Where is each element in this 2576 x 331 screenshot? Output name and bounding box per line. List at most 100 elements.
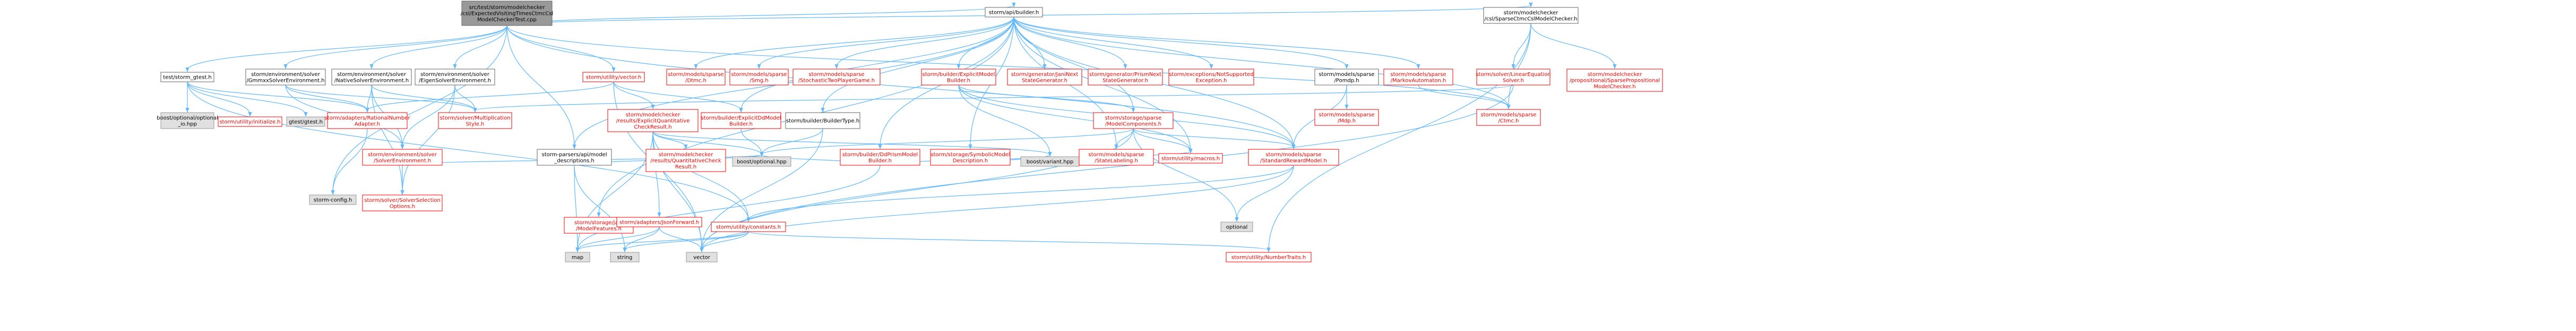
node-label-line: /csl/SparseCtmcCslModelChecker.h <box>1485 16 1578 22</box>
node-markov-automaton[interactable]: storm/models/sparse/MarkovAutomaton.h <box>1383 69 1453 86</box>
node-label-line: string <box>617 255 633 261</box>
node-label-line: optional <box>1226 225 1248 231</box>
node-explicit-quant[interactable]: storm/modelchecker/results/ExplicitQuant… <box>607 109 699 132</box>
node-label-line: Exception.h <box>1196 78 1227 83</box>
include-edge <box>652 131 686 148</box>
include-edge <box>332 25 507 193</box>
include-edge <box>1133 128 1237 220</box>
node-sparse-stochastic[interactable]: storm/models/sparse/StochasticTwoPlayerG… <box>792 69 881 86</box>
node-label-line: storm/environment/solver <box>420 72 490 78</box>
node-sparse-dtmc[interactable]: storm/models/sparse/Dtmc.h <box>666 69 726 86</box>
node-util-constants[interactable]: storm/utility/constants.h <box>711 222 786 232</box>
node-box <box>1093 112 1174 129</box>
node-label-line: storm-config.h <box>314 198 352 203</box>
include-edge <box>652 131 660 216</box>
node-label-line: Description.h <box>953 158 988 164</box>
node-label-line: storm/environment/solver <box>368 152 437 158</box>
node-sparse-prop-checker[interactable]: storm/modelchecker/propositional/SparseP… <box>1566 69 1663 92</box>
arrow-head-icon <box>1131 108 1135 113</box>
include-edge <box>506 25 1509 108</box>
node-sparse-smg[interactable]: storm/models/sparse/Smg.h <box>729 69 789 86</box>
node-label-line: storm/modelchecker <box>626 112 681 118</box>
include-edge <box>371 84 476 111</box>
node-label-line: storm/generator/JaniNext <box>1011 72 1079 78</box>
node-api-builder[interactable]: storm/api/builder.h <box>985 7 1043 18</box>
arrow-head-icon <box>248 112 252 117</box>
node-box <box>160 72 214 82</box>
node-vector-util[interactable]: storm/utility/vector.h <box>582 72 645 82</box>
node-native-env[interactable]: storm/environment/solver/NativeSolverEnv… <box>331 69 412 86</box>
node-boost-variant: boost/variant.hpp <box>1020 156 1080 167</box>
node-label-line: storm/builder/ExplicitDdModel <box>701 115 781 121</box>
arrow-head-icon <box>657 213 661 217</box>
node-box <box>461 1 553 26</box>
node-solver-env[interactable]: storm/environment/solver/SolverEnvironme… <box>362 149 443 166</box>
node-label-line: storm/models/sparse <box>1480 112 1536 118</box>
node-sparse-ctmc-checker[interactable]: storm/modelchecker/csl/SparseCtmcCslMode… <box>1483 7 1579 24</box>
node-box <box>362 149 443 166</box>
node-gtest[interactable]: test/storm_gtest.h <box>160 72 214 82</box>
include-edge <box>748 231 1269 251</box>
node-box <box>1248 149 1339 166</box>
include-edge <box>187 81 368 111</box>
node-parser-api[interactable]: storm-parsers/api/model_descriptions.h <box>537 149 612 166</box>
node-number-traits[interactable]: storm/utility/NumberTraits.h <box>1226 252 1312 262</box>
node-util-initialize[interactable]: storm/utility/initialize.h <box>218 116 282 127</box>
arrow-head-icon <box>400 190 404 195</box>
node-box <box>537 149 612 166</box>
node-eigen-env[interactable]: storm/environment/solver/EigenSolverEnvi… <box>415 69 495 86</box>
include-edge <box>1418 84 1509 108</box>
include-edge <box>740 128 762 155</box>
node-box <box>1220 222 1253 232</box>
node-state-labeling[interactable]: storm/models/sparse/StateLabeling.h <box>1079 149 1154 166</box>
arrow-head-icon <box>572 145 576 149</box>
node-box <box>1383 69 1453 86</box>
arrow-head-icon <box>651 105 655 109</box>
node-root: src/test/storm/modelchecker/csl/Expected… <box>461 1 553 26</box>
node-box <box>729 69 789 86</box>
node-quant-check[interactable]: storm/modelchecker/results/QuantitativeC… <box>645 149 726 172</box>
include-edge <box>836 16 1014 67</box>
node-builder-type[interactable]: storm/builder/BuilderType.h <box>785 112 860 129</box>
arrow-head-icon <box>453 64 457 69</box>
node-label-line: storm/models/sparse <box>1265 152 1321 158</box>
node-prism-next[interactable]: storm/generator/PrismNextStateGenerator.… <box>1088 69 1163 86</box>
include-edge <box>958 84 1134 111</box>
node-util-macros[interactable]: storm/utility/macros.h <box>1158 153 1223 164</box>
arrow-head-icon <box>1123 64 1127 69</box>
node-label-line: /results/QuantitativeCheck <box>650 158 721 164</box>
node-label-line: ModelCheckerTest.cpp <box>477 17 537 23</box>
include-edge <box>187 81 749 220</box>
node-gmmxx-env[interactable]: storm/environment/solver/GmmxxSolverEnvi… <box>245 69 326 86</box>
node-label-line: /propositional/SparsePropositional <box>1570 78 1660 84</box>
node-label-line: storm/models/sparse <box>668 72 723 78</box>
arrow-head-icon <box>1209 64 1213 69</box>
node-mdp-h[interactable]: storm/models/sparse/Mdp.h <box>1314 109 1379 126</box>
node-json-forward[interactable]: storm/adapters/JsonForward.h <box>616 217 702 227</box>
include-edge <box>652 131 1050 155</box>
node-ctmc-h[interactable]: storm/models/sparse/Ctmc.h <box>1476 109 1541 126</box>
arrow-head-icon <box>1506 105 1511 109</box>
node-model-components[interactable]: storm/storage/sparse/ModelComponents.h <box>1093 112 1174 129</box>
node-box <box>840 149 920 166</box>
node-label-line: storm/models/sparse <box>1319 112 1374 118</box>
node-standard-reward[interactable]: storm/models/sparse/StandardRewardModel.… <box>1248 149 1339 166</box>
node-pomdp-h[interactable]: storm/models/sparse/Pomdp.h <box>1314 69 1379 86</box>
include-edge <box>701 128 823 251</box>
node-box <box>686 252 718 262</box>
node-label-line: /StandardRewardModel.h <box>1260 158 1327 164</box>
node-label-line: storm/generator/PrismNext <box>1089 72 1161 78</box>
node-box <box>565 252 590 262</box>
node-label-line: storm-parsers/api/model <box>542 152 607 158</box>
node-label-line: storm/adapters/RationalNumber <box>324 115 410 121</box>
